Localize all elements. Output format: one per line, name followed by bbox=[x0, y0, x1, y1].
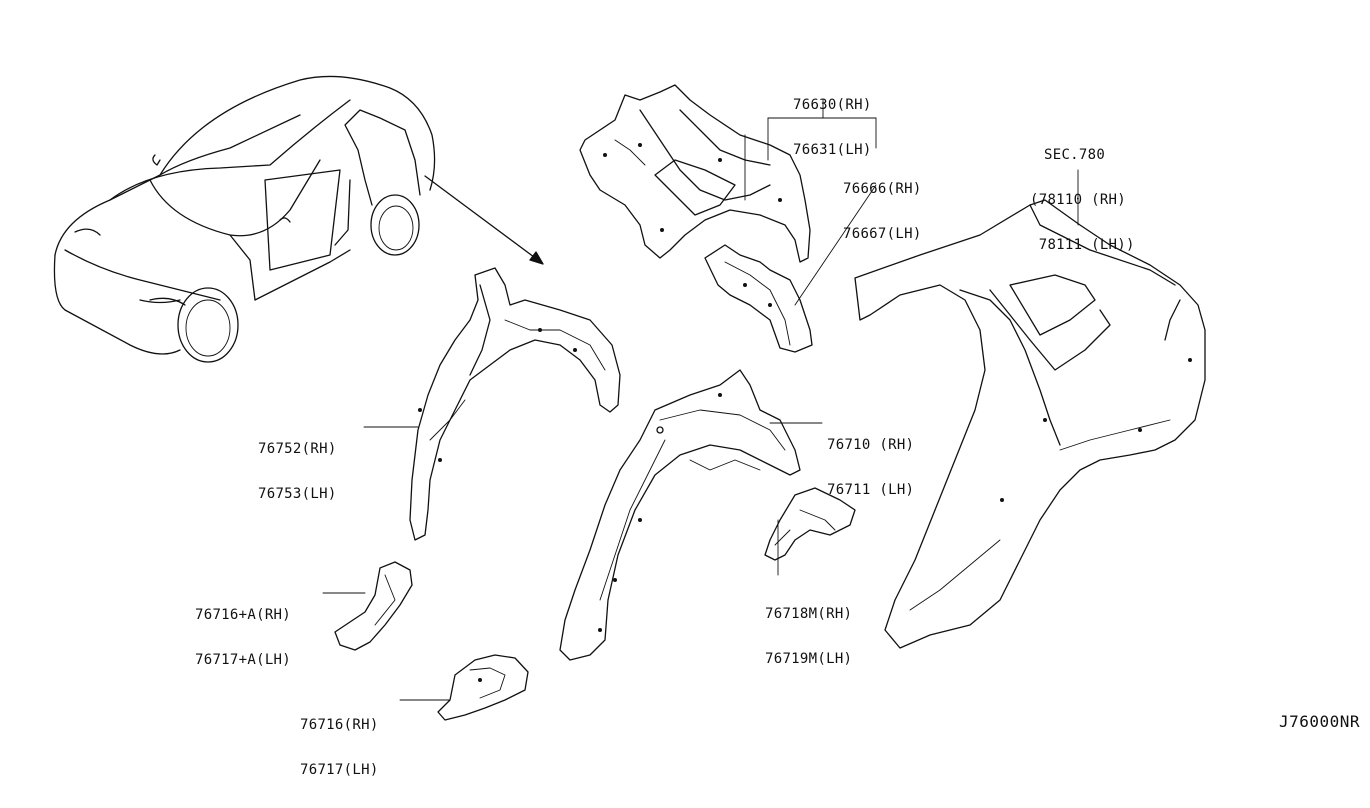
label-76716-rh: 76716(RH) bbox=[300, 717, 379, 733]
label-76630-lh: 76631(LH) bbox=[793, 142, 872, 158]
label-76718m-lh: 76719M(LH) bbox=[765, 651, 853, 667]
label-76666-rh: 76666(RH) bbox=[843, 181, 922, 197]
diagram-artwork bbox=[53, 75, 1206, 721]
label-76710: 76710 (RH) 76711 (LH) bbox=[827, 408, 914, 528]
part-76710-wheelhouse-outer bbox=[559, 369, 823, 661]
leader-lines-76630 bbox=[767, 99, 877, 306]
label-76630: 76630(RH) 76631(LH) bbox=[793, 68, 872, 188]
part-76630-rear-panel bbox=[579, 84, 811, 263]
part-78110-quarter-panel bbox=[854, 169, 1206, 649]
label-sec780: SEC.780 (78110 (RH) 78111 (LH)) bbox=[1030, 118, 1135, 283]
part-76718m-bracket bbox=[764, 487, 856, 576]
parts-diagram: 76630(RH) 76631(LH) 76666(RH) 76667(LH) … bbox=[53, 68, 1360, 778]
label-76716: 76716(RH) 76717(LH) bbox=[300, 688, 379, 808]
label-76716a-rh: 76716+A(RH) bbox=[195, 607, 292, 623]
part-76716-bracket bbox=[399, 654, 529, 721]
label-sec780-lh: 78111 (LH)) bbox=[1030, 237, 1135, 253]
label-sec780-title: SEC.780 bbox=[1044, 147, 1106, 163]
label-76710-rh: 76710 (RH) bbox=[827, 437, 915, 453]
part-76666-bracket bbox=[704, 244, 813, 353]
label-76666: 76666(RH) 76667(LH) bbox=[843, 152, 922, 272]
label-76718m-rh: 76718M(RH) bbox=[765, 606, 853, 622]
label-76630-rh: 76630(RH) bbox=[793, 97, 872, 113]
diagram-code: J76000NR bbox=[1278, 712, 1360, 731]
label-76752: 76752(RH) 76753(LH) bbox=[258, 412, 337, 532]
label-76716-lh: 76717(LH) bbox=[300, 762, 379, 778]
label-sec780-rh: (78110 (RH) bbox=[1030, 192, 1127, 208]
vehicle-illustration bbox=[53, 75, 544, 363]
part-76716a-bracket bbox=[322, 561, 413, 651]
label-76718m: 76718M(RH) 76719M(LH) bbox=[765, 577, 852, 697]
label-76710-lh: 76711 (LH) bbox=[827, 482, 915, 498]
label-76752-lh: 76753(LH) bbox=[258, 486, 337, 502]
label-76716a: 76716+A(RH) 76717+A(LH) bbox=[195, 578, 291, 698]
label-76666-lh: 76667(LH) bbox=[843, 226, 922, 242]
part-76752-wheelhouse-inner bbox=[363, 267, 621, 541]
label-76752-rh: 76752(RH) bbox=[258, 441, 337, 457]
label-76716a-lh: 76717+A(LH) bbox=[195, 652, 292, 668]
